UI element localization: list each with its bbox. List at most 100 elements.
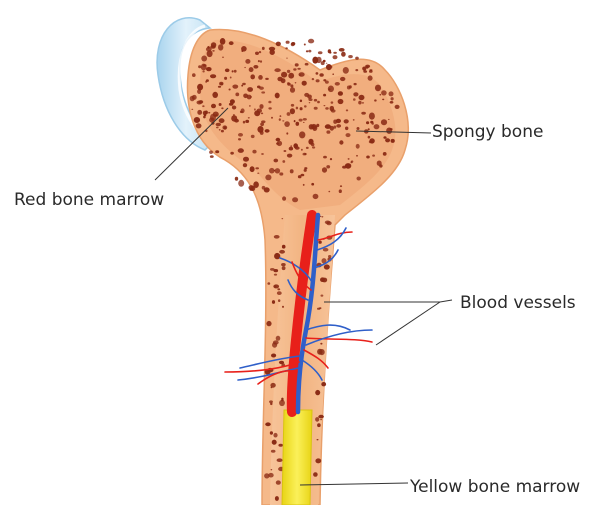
bone-pore	[235, 177, 238, 181]
bone-pore	[377, 161, 382, 166]
bone-pore	[255, 52, 259, 55]
bone-pore	[317, 349, 322, 355]
bone-pore	[235, 93, 239, 97]
bone-pore	[192, 73, 196, 77]
bone-pore	[272, 440, 277, 445]
bone-pore	[212, 50, 215, 52]
bone-pore	[282, 218, 284, 219]
bone-pore	[321, 216, 323, 217]
bone-pore	[268, 107, 271, 109]
bone-pore	[362, 67, 366, 71]
bone-pore	[198, 65, 201, 68]
bone-pore	[250, 186, 255, 191]
bone-pore	[344, 119, 349, 123]
bone-pore	[241, 50, 243, 52]
bone-pore	[196, 123, 202, 128]
bone-pore	[375, 85, 381, 92]
bone-pore	[311, 183, 314, 186]
bone-pore	[286, 41, 290, 44]
bone-pore	[221, 130, 224, 133]
bone-pore	[293, 68, 296, 70]
bone-pore	[296, 107, 298, 110]
bone-pore	[381, 90, 387, 95]
bone-pore	[383, 152, 387, 156]
bone-pore	[277, 458, 283, 462]
bone-pore	[368, 128, 370, 130]
bone-pore	[295, 82, 297, 83]
bone-pore	[248, 117, 250, 119]
bone-pore	[257, 173, 259, 174]
bone-pore	[324, 264, 330, 269]
bone-pore	[320, 277, 325, 282]
bone-pore	[271, 387, 273, 389]
bone-pore	[271, 354, 276, 358]
bone-pore	[369, 113, 375, 120]
bone-pore	[290, 145, 292, 147]
bone-pore	[277, 288, 280, 290]
bone-pore	[291, 43, 295, 47]
bone-pore	[257, 126, 263, 133]
bone-pore	[282, 196, 286, 200]
bone-pore	[323, 94, 326, 97]
bone-pore	[281, 72, 287, 78]
bone-pore	[313, 472, 318, 477]
bone-pore	[306, 147, 309, 149]
bone-pore	[274, 235, 280, 239]
bone-pore	[265, 422, 271, 426]
bone-pore	[346, 109, 348, 111]
bone-pore	[224, 77, 227, 80]
bone-pore	[335, 82, 340, 86]
bone-pore	[216, 123, 221, 126]
bone-pore	[261, 153, 264, 155]
bone-pore	[270, 268, 275, 271]
bone-pore	[345, 163, 351, 169]
bone-pore	[211, 104, 216, 109]
bone-pore	[323, 79, 326, 81]
bone-pore	[328, 86, 334, 93]
bone-pore	[319, 73, 323, 77]
bone-pore	[267, 282, 270, 285]
bone-pore	[231, 115, 237, 121]
bone-pore	[385, 138, 390, 142]
bone-pore	[243, 157, 249, 162]
bone-pore	[222, 125, 227, 129]
bone-pore	[326, 130, 330, 133]
bone-pore	[253, 65, 258, 69]
bone-pore	[388, 119, 390, 120]
bone-pore	[317, 439, 319, 440]
bone-pore	[218, 44, 223, 50]
bone-pore	[197, 110, 202, 115]
bone-pore	[372, 155, 375, 157]
bone-pore	[274, 274, 277, 276]
bone-pore	[348, 55, 353, 58]
bone-pore	[287, 154, 292, 158]
bone-pore	[273, 284, 279, 288]
bone-pore	[303, 184, 305, 186]
bone-pore	[286, 132, 288, 134]
bone-pore	[356, 144, 360, 149]
bone-pore	[282, 266, 286, 270]
bone-pore	[279, 118, 281, 121]
bone-pore	[269, 168, 275, 174]
bone-pore	[304, 153, 307, 155]
bone-pore	[229, 89, 231, 91]
bone-pore	[265, 78, 269, 80]
bone-pore	[218, 86, 221, 88]
bone-pore	[312, 57, 318, 64]
bone-pore	[206, 67, 212, 71]
bone-pore	[345, 127, 348, 131]
bone-pore	[333, 120, 337, 124]
bone-pore	[340, 77, 345, 81]
bone-pore	[276, 143, 279, 145]
bone-pore	[265, 129, 270, 133]
bone-pore	[269, 400, 273, 403]
bone-pore	[355, 69, 358, 71]
bone-pore	[382, 99, 384, 101]
bone-pore	[390, 101, 394, 104]
bone-pore	[262, 47, 265, 50]
bone-pore	[361, 112, 366, 115]
label-blood-vessels: Blood vessels	[460, 295, 576, 312]
bone-pore	[289, 147, 293, 151]
bone-pore	[324, 105, 326, 106]
